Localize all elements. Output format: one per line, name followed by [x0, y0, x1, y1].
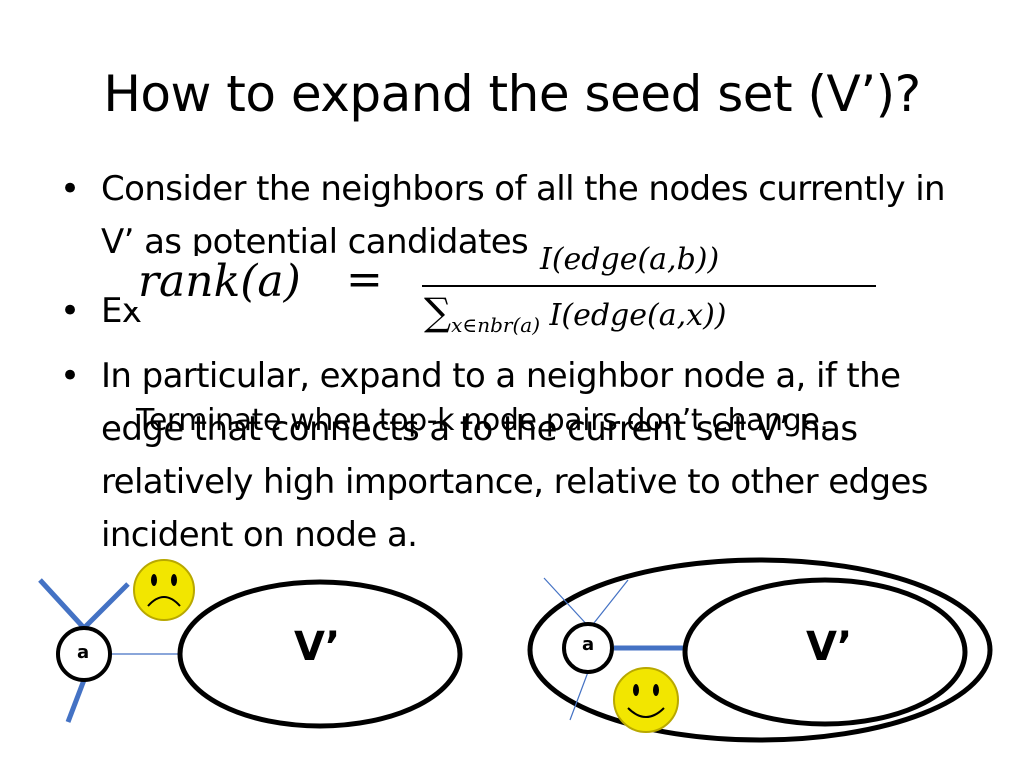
edge	[65, 679, 87, 723]
bullet-marker: •	[60, 356, 80, 396]
v-prime-set	[177, 579, 463, 729]
node-a	[56, 626, 112, 682]
happy-face-icon	[613, 667, 679, 733]
formula-numerator: I(edge(a,b))	[536, 242, 724, 277]
left-diagram	[38, 559, 463, 729]
expanded-set	[527, 557, 993, 743]
sum-symbol: ∑	[424, 290, 452, 334]
edge	[569, 671, 589, 721]
edge	[589, 579, 629, 629]
v-prime-label: V’	[294, 624, 341, 670]
sad-face-icon	[133, 559, 195, 621]
edge	[543, 577, 591, 629]
edge	[82, 582, 130, 630]
overlapping-text: Terminate when top-k node pairs don’t ch…	[136, 403, 829, 438]
node-a-label: a	[77, 642, 90, 663]
formula-lhs: rank(a)	[134, 256, 305, 307]
formula-equals: =	[346, 254, 383, 305]
fraction-bar	[422, 285, 876, 287]
rank-formula: rank(a) = I(edge(a,b)) ∑x∈nbr(a) I(edge(…	[124, 232, 894, 342]
right-diagram	[527, 557, 993, 743]
bullet-text: In particular, expand to a neighbor node…	[101, 356, 929, 555]
bullet-text: Consider the neighbors of all the nodes …	[101, 169, 946, 262]
bullet-marker: •	[60, 291, 80, 331]
edge	[38, 578, 86, 630]
v-prime-label: V’	[806, 624, 853, 670]
slide-title: How to expand the seed set (V’)?	[103, 65, 921, 123]
v-prime-set	[682, 577, 968, 727]
bullet-marker: •	[60, 169, 80, 209]
sum-subscript: x∈nbr(a)	[451, 313, 540, 337]
node-a	[562, 622, 614, 674]
formula-denominator: ∑x∈nbr(a) I(edge(a,x))	[420, 290, 731, 337]
sum-term: I(edge(a,x))	[549, 298, 727, 333]
node-a-label: a	[582, 634, 595, 655]
